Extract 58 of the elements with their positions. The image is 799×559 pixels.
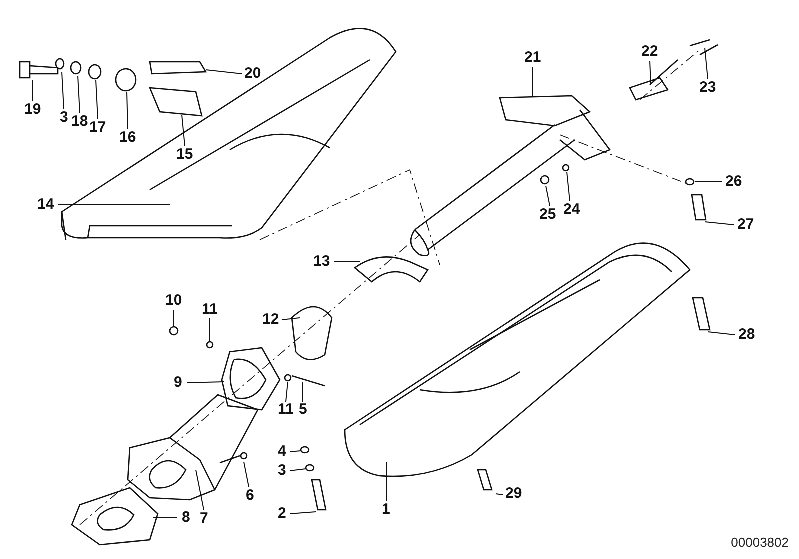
callout-number: 28 xyxy=(738,327,756,343)
leader-line xyxy=(386,462,388,502)
callout-number: 16 xyxy=(120,130,136,146)
leader-line xyxy=(182,114,186,146)
leader-line xyxy=(290,468,306,472)
leader-line xyxy=(282,318,300,320)
callout-number: 11 xyxy=(278,402,294,418)
callout-number: 27 xyxy=(738,217,754,233)
callout-number: 13 xyxy=(314,254,330,270)
leader-line xyxy=(58,204,170,206)
callout-number: 22 xyxy=(642,44,658,60)
leader-line xyxy=(546,186,550,206)
callout-number: 1 xyxy=(382,502,390,518)
callout-number: 17 xyxy=(90,120,106,136)
leader-line xyxy=(186,382,224,384)
leader-line xyxy=(650,60,652,84)
callout-number: 20 xyxy=(244,66,262,82)
leader-line xyxy=(566,172,570,202)
callout-number: 23 xyxy=(700,80,716,96)
callout-number: 8 xyxy=(182,510,190,526)
callout-number: 18 xyxy=(72,114,88,130)
callout-number: 6 xyxy=(246,488,254,504)
callout-number: 21 xyxy=(524,50,542,66)
leader-line xyxy=(78,76,80,114)
callout-number: 24 xyxy=(564,202,580,218)
callout-number: 4 xyxy=(278,444,286,460)
leader-line xyxy=(32,80,34,102)
leader-line xyxy=(704,48,708,80)
leader-line xyxy=(244,462,250,488)
leader-line xyxy=(302,382,304,402)
callout-number: 10 xyxy=(166,293,182,309)
leader-line xyxy=(290,512,316,514)
callout-number: 29 xyxy=(506,486,522,502)
callout-number: 9 xyxy=(174,375,182,391)
callout-number: 3 xyxy=(60,110,68,126)
leader-line xyxy=(62,72,64,110)
leader-line xyxy=(708,332,736,336)
leader-line xyxy=(286,382,288,402)
callout-number: 25 xyxy=(540,207,556,223)
leader-line xyxy=(532,66,534,96)
callout-number: 15 xyxy=(176,147,194,163)
callout-number: 3 xyxy=(278,463,286,479)
leader-line xyxy=(126,92,128,130)
leader-line xyxy=(496,494,504,496)
callout-number: 12 xyxy=(262,312,280,328)
leader-line xyxy=(704,222,734,226)
callout-number: 11 xyxy=(202,302,218,318)
callout-number: 26 xyxy=(726,174,742,190)
leader-line xyxy=(96,80,98,120)
leader-line xyxy=(206,70,242,74)
leader-line xyxy=(290,450,302,452)
drawing-number: 00003802 xyxy=(731,535,789,550)
callout-number: 7 xyxy=(200,511,208,527)
callout-number: 19 xyxy=(24,102,42,118)
callout-number: 5 xyxy=(299,402,308,418)
callout-number: 2 xyxy=(278,506,286,522)
leader-line xyxy=(196,470,204,510)
callout-number: 14 xyxy=(38,197,54,213)
